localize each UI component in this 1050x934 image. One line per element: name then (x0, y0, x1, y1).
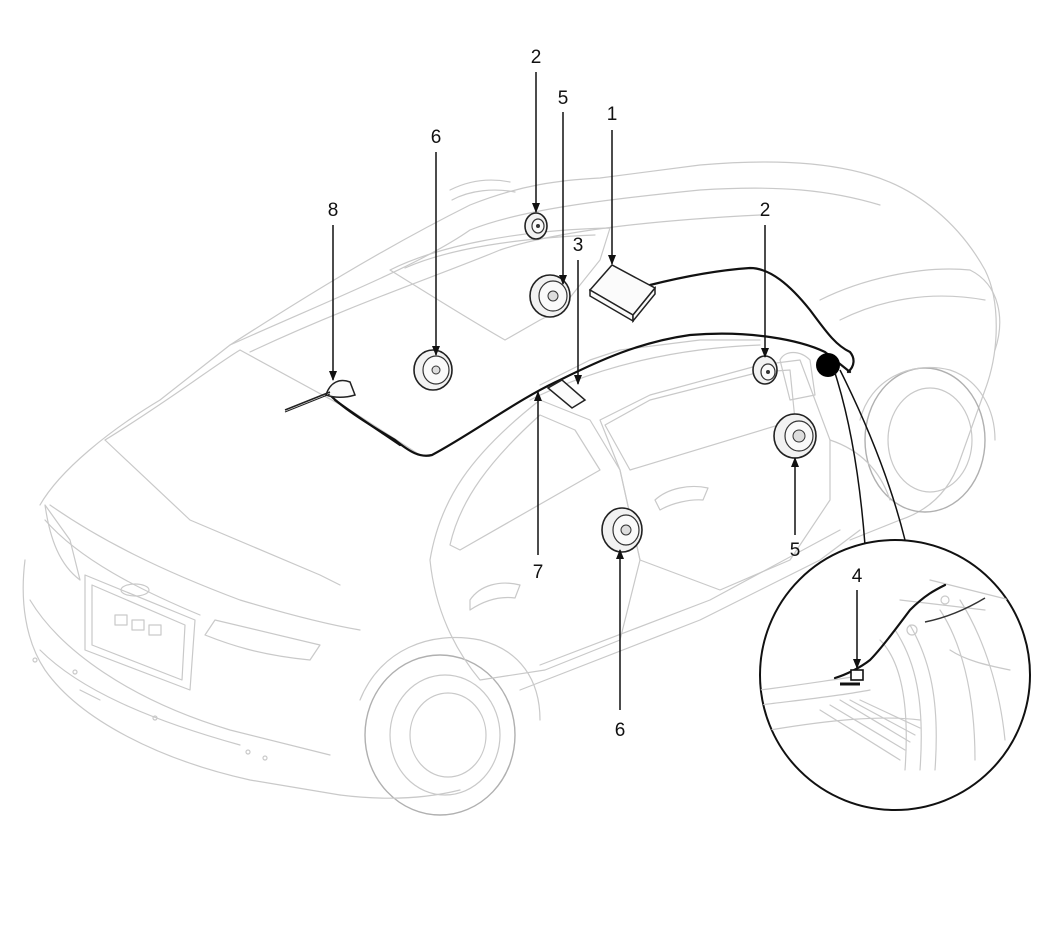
callout-arrows (329, 72, 861, 710)
roof-antenna (284, 379, 356, 413)
callout-label-5-rear: 5 (558, 88, 569, 109)
callout-label-8: 8 (328, 200, 339, 221)
speaker-rear-door (601, 507, 643, 553)
junction-point (816, 353, 840, 377)
callout-label-5-front: 5 (790, 540, 801, 561)
speaker-rear-shelf (529, 274, 571, 318)
callout-label-7: 7 (533, 562, 544, 583)
detail-leader-lines (834, 369, 906, 546)
amplifier-unit (588, 264, 657, 324)
callout-label-2-front: 2 (760, 200, 771, 221)
pillar-connector (546, 379, 587, 409)
speaker-front-door (773, 413, 817, 459)
tweeter-rear (524, 212, 548, 240)
callout-label-3: 3 (573, 235, 584, 256)
callout-label-1: 1 (607, 104, 618, 125)
callout-label-2-rear: 2 (531, 47, 542, 68)
callout-label-4: 4 (852, 566, 863, 587)
callout-label-6-door: 6 (615, 720, 626, 741)
tweeter-front (752, 355, 778, 385)
detail-inset (759, 539, 1031, 811)
speaker-rear-left (413, 349, 453, 391)
car-body-outline (22, 161, 1001, 816)
callout-label-6-rear: 6 (431, 127, 442, 148)
